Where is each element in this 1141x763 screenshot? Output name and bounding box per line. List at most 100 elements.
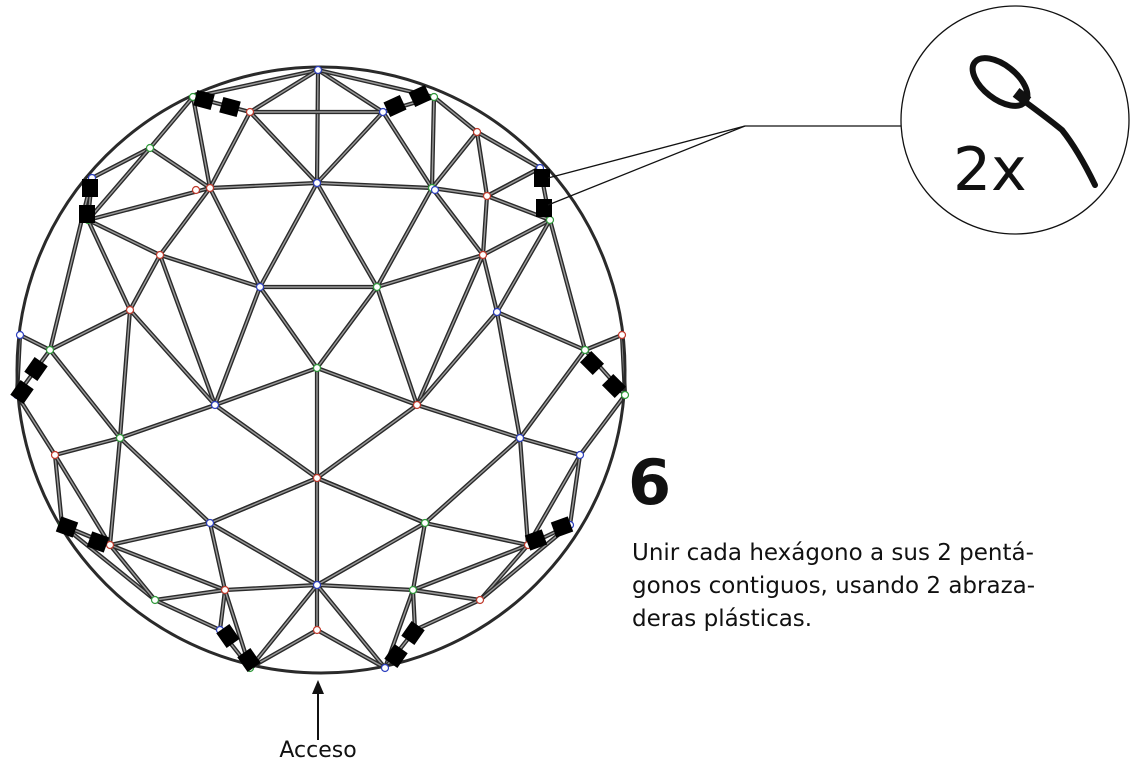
dome-hub xyxy=(15,330,25,340)
dome-strut xyxy=(107,542,228,593)
dome-strut xyxy=(314,365,420,408)
dome-strut xyxy=(314,180,435,191)
dome-hub xyxy=(408,585,418,595)
dome-hub xyxy=(575,450,585,460)
dome-strut xyxy=(494,309,523,441)
dome-hub xyxy=(312,473,322,483)
dome-hub xyxy=(50,450,60,460)
dome-strut xyxy=(410,542,531,593)
dome-strut xyxy=(85,217,133,313)
dome-hub xyxy=(475,595,485,605)
detail-callout: 2x xyxy=(900,5,1130,235)
dome-strut xyxy=(222,582,320,593)
dome-strut xyxy=(117,307,133,441)
dome-strut xyxy=(517,435,583,458)
dome-hub xyxy=(492,307,502,317)
dome-strut xyxy=(107,435,123,548)
cable-tie-marker xyxy=(408,84,432,108)
dome-hub xyxy=(220,585,230,595)
cable-tie-marker xyxy=(524,529,548,551)
dome-strut xyxy=(567,452,583,528)
dome-strut xyxy=(314,109,386,186)
dome-strut xyxy=(429,185,490,199)
dome-strut xyxy=(474,129,490,199)
dome-strut xyxy=(107,542,158,603)
dome-strut xyxy=(374,252,486,290)
dome-strut xyxy=(147,145,213,191)
dome-strut xyxy=(207,475,320,526)
dome-strut xyxy=(314,627,388,671)
dome-hub xyxy=(191,185,201,195)
dome-strut xyxy=(494,217,553,315)
dome-strut xyxy=(217,587,228,633)
instruction-line: deras plásticas. xyxy=(632,606,813,632)
cable-tie-marker xyxy=(383,94,407,118)
dome-strut xyxy=(517,347,588,441)
dome-hub xyxy=(45,345,55,355)
dome-strut xyxy=(480,193,490,258)
cable-tie-marker xyxy=(237,648,261,672)
dome-strut xyxy=(127,307,218,408)
dome-hub xyxy=(472,127,482,137)
dome-strut xyxy=(14,392,58,458)
dome-hub xyxy=(105,540,115,550)
dome-strut xyxy=(157,185,213,258)
cable-tie-marker xyxy=(579,350,605,376)
geodesic-dome xyxy=(12,65,630,675)
dome-strut xyxy=(107,520,213,548)
dome-strut xyxy=(17,332,53,353)
cable-tie-marker xyxy=(384,644,408,668)
dome-strut xyxy=(207,520,320,588)
dome-strut xyxy=(374,284,420,408)
dome-strut xyxy=(314,67,321,186)
dome-hub xyxy=(125,305,135,315)
dome-strut xyxy=(59,522,158,603)
step-instruction: Unir cada hexágono a sus 2 pentá- gonos … xyxy=(632,537,1036,636)
dome-hub xyxy=(482,191,492,201)
dome-hub xyxy=(312,178,322,188)
dome-strut xyxy=(257,180,320,290)
dome-strut xyxy=(484,165,543,199)
dome-strut xyxy=(207,180,320,191)
dome-strut xyxy=(374,185,435,290)
cable-tie-marker xyxy=(401,621,425,645)
dome-strut xyxy=(247,109,320,186)
dome-strut xyxy=(247,582,320,671)
dome-strut xyxy=(47,347,123,441)
dome-hub xyxy=(312,580,322,590)
instruction-line: gonos contiguos, usando 2 abraza- xyxy=(632,573,1036,599)
dome-strut xyxy=(429,185,486,258)
dome-strut xyxy=(152,587,228,603)
dome-strut xyxy=(429,94,437,191)
dome-hub xyxy=(115,433,125,443)
callout-lines xyxy=(547,125,902,206)
cable-tie-marker xyxy=(82,179,98,197)
step-number: 6 xyxy=(628,446,672,519)
dome-strut xyxy=(85,217,163,258)
dome-strut xyxy=(380,109,435,191)
cable-tie-icon xyxy=(969,55,1098,188)
dome-strut xyxy=(147,94,196,151)
detail-count-label: 2x xyxy=(953,135,1027,205)
dome-hub xyxy=(378,107,388,117)
dome-strut xyxy=(52,435,123,458)
dome-strut xyxy=(89,145,153,181)
dome-strut xyxy=(414,252,486,408)
dome-hub xyxy=(312,625,322,635)
dome-strut xyxy=(429,129,480,191)
dome-strut xyxy=(212,284,263,408)
dome-strut xyxy=(315,67,386,115)
cable-tie-marker xyxy=(550,516,574,538)
cable-tie-marker xyxy=(536,199,552,217)
dome-hub xyxy=(478,250,488,260)
dome-strut xyxy=(414,402,523,441)
dome-strut xyxy=(431,94,480,135)
dome-strut xyxy=(422,520,531,548)
cable-tie-marker xyxy=(55,516,79,538)
cable-tie-marker xyxy=(193,89,215,111)
cable-tie-marker xyxy=(10,380,34,404)
dome-hub xyxy=(205,518,215,528)
dome-hub xyxy=(150,595,160,605)
dome-strut xyxy=(247,627,320,671)
